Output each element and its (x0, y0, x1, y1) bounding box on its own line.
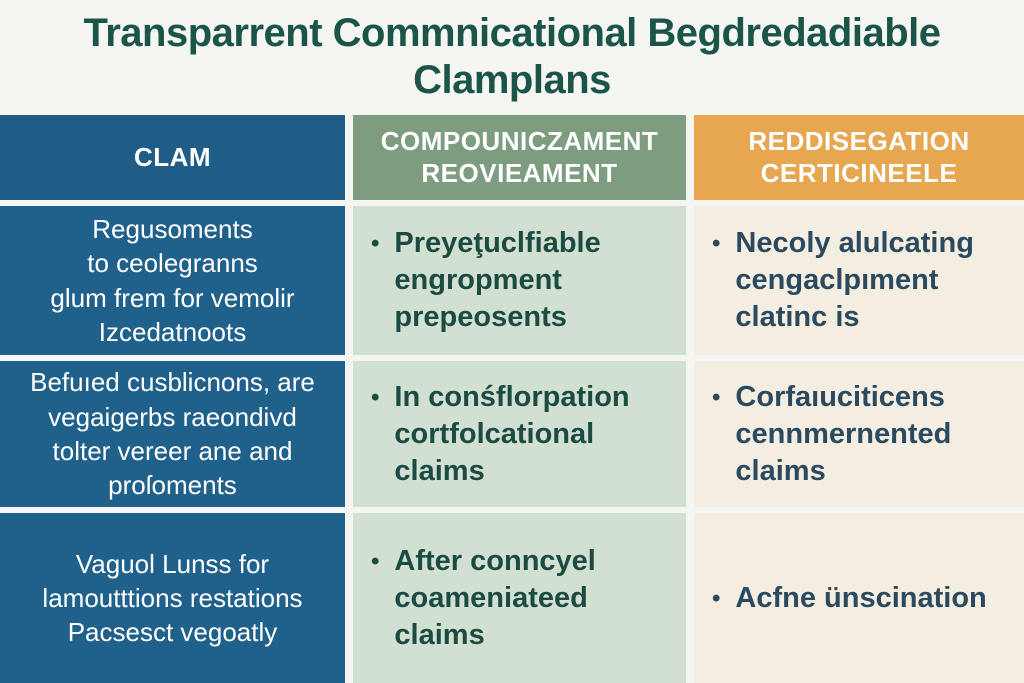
cell-text: Befuıed cusblicnons, are vegaigerbs raeo… (30, 367, 315, 501)
bullet-icon: • (712, 584, 721, 612)
table-cell-row3-certificate: • Acfne ünscination (694, 513, 1024, 683)
bullet-item: • Acfne ünscination (712, 580, 987, 617)
column-header-clam-label: CLAM (133, 141, 212, 172)
column-header-review: COMPOUNICZAMENT REOVIEAMENT (353, 115, 686, 200)
table-cell-row3-clam: Vaguol Lunss for lamoutttions restations… (0, 513, 345, 683)
bullet-item: • Preyeţuclfiable engropment prepeosents (371, 225, 601, 336)
cell-text: Necoly alulcating cengaclpıment clatinc … (735, 227, 974, 333)
bullet-icon: • (371, 230, 380, 257)
cell-text: Corfaıuciticens cennmernented claims (735, 380, 952, 487)
bullet-item: • In conśflorpation cortfolcational clai… (371, 379, 630, 490)
table-cell-row1-certificate: • Necoly alulcating cengaclpıment clatin… (694, 206, 1024, 355)
bullet-item: • Corfaıuciticens cennmernented claims (712, 379, 951, 490)
column-header-review-label: COMPOUNICZAMENT REOVIEAMENT (380, 125, 659, 188)
cell-text: In conśflorpation cortfolcational claims (394, 380, 630, 487)
cell-text: Preyeţuclfiable engropment prepeosents (394, 227, 601, 333)
column-header-certificate: REDDISEGATION CERTICINEELE (694, 115, 1024, 200)
table-cell-row2-review: • In conśflorpation cortfolcational clai… (353, 361, 686, 507)
cell-text: Acfne ünscination (735, 581, 987, 614)
page-title: Transparrent Commnicational Begdredadiab… (83, 11, 942, 103)
bullet-icon: • (712, 383, 721, 411)
bullet-icon: • (371, 383, 380, 411)
bullet-item: • After conncyel coameniateed claims (371, 543, 596, 654)
bullet-icon: • (371, 547, 380, 575)
table-cell-row2-certificate: • Corfaıuciticens cennmernented claims (694, 361, 1024, 507)
cell-text: Vaguol Lunss for lamoutttions restations… (42, 548, 303, 648)
table-cell-row1-review: • Preyeţuclfiable engropment prepeosents (353, 206, 686, 355)
table-cell-row2-clam: Befuıed cusblicnons, are vegaigerbs raeo… (0, 361, 345, 507)
table-cell-row3-review: • After conncyel coameniateed claims (353, 513, 686, 683)
comparison-table: CLAM COMPOUNICZAMENT REOVIEAMENT REDDISE… (0, 115, 1024, 683)
table-cell-row1-clam: Regusoments to ceolegranns glum frem for… (0, 206, 345, 355)
column-header-certificate-label: REDDISEGATION CERTICINEELE (748, 125, 970, 188)
bullet-icon: • (712, 230, 721, 257)
cell-text: After conncyel coameniateed claims (394, 544, 596, 651)
bullet-item: • Necoly alulcating cengaclpıment clatin… (712, 225, 974, 336)
column-header-clam: CLAM (0, 115, 345, 200)
cell-text: Regusoments to ceolegranns glum frem for… (50, 213, 295, 347)
